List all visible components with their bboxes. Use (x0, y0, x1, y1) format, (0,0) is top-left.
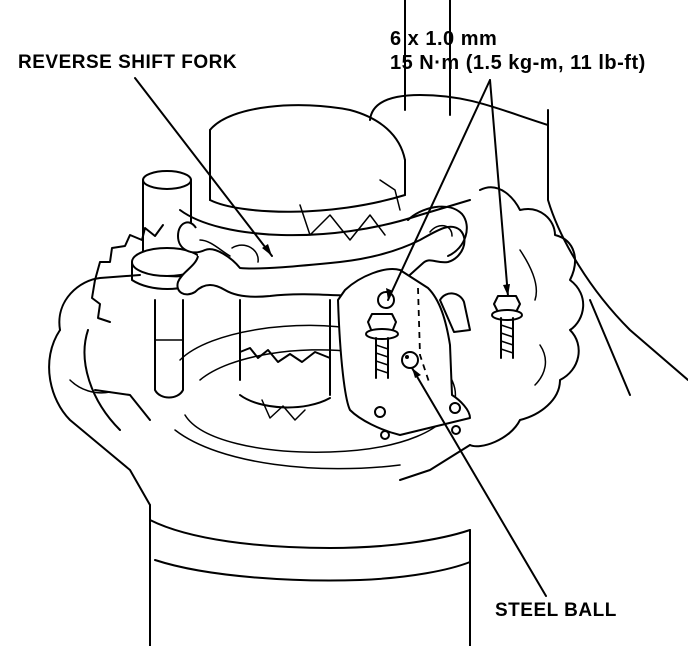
steel-ball-label: STEEL BALL (495, 600, 617, 621)
bolt-torque-label: 15 N·m (1.5 kg-m, 11 lb-ft) (390, 52, 646, 74)
shift-rod (131, 170, 203, 399)
reverse-shift-fork-label: REVERSE SHIFT FORK (18, 52, 238, 73)
bolt-size-label: 6 x 1.0 mm (390, 28, 498, 50)
loose-bolt (491, 295, 523, 359)
leader-lines (134, 77, 547, 597)
synchro-gear (239, 299, 331, 421)
detent-tab (439, 292, 471, 333)
steel-ball (401, 351, 419, 369)
transmission-case (48, 109, 688, 646)
reverse-shift-fork (176, 205, 468, 298)
fork-bracket (337, 268, 471, 440)
main-shaft (179, 0, 549, 241)
bracket-bolt (365, 313, 399, 379)
